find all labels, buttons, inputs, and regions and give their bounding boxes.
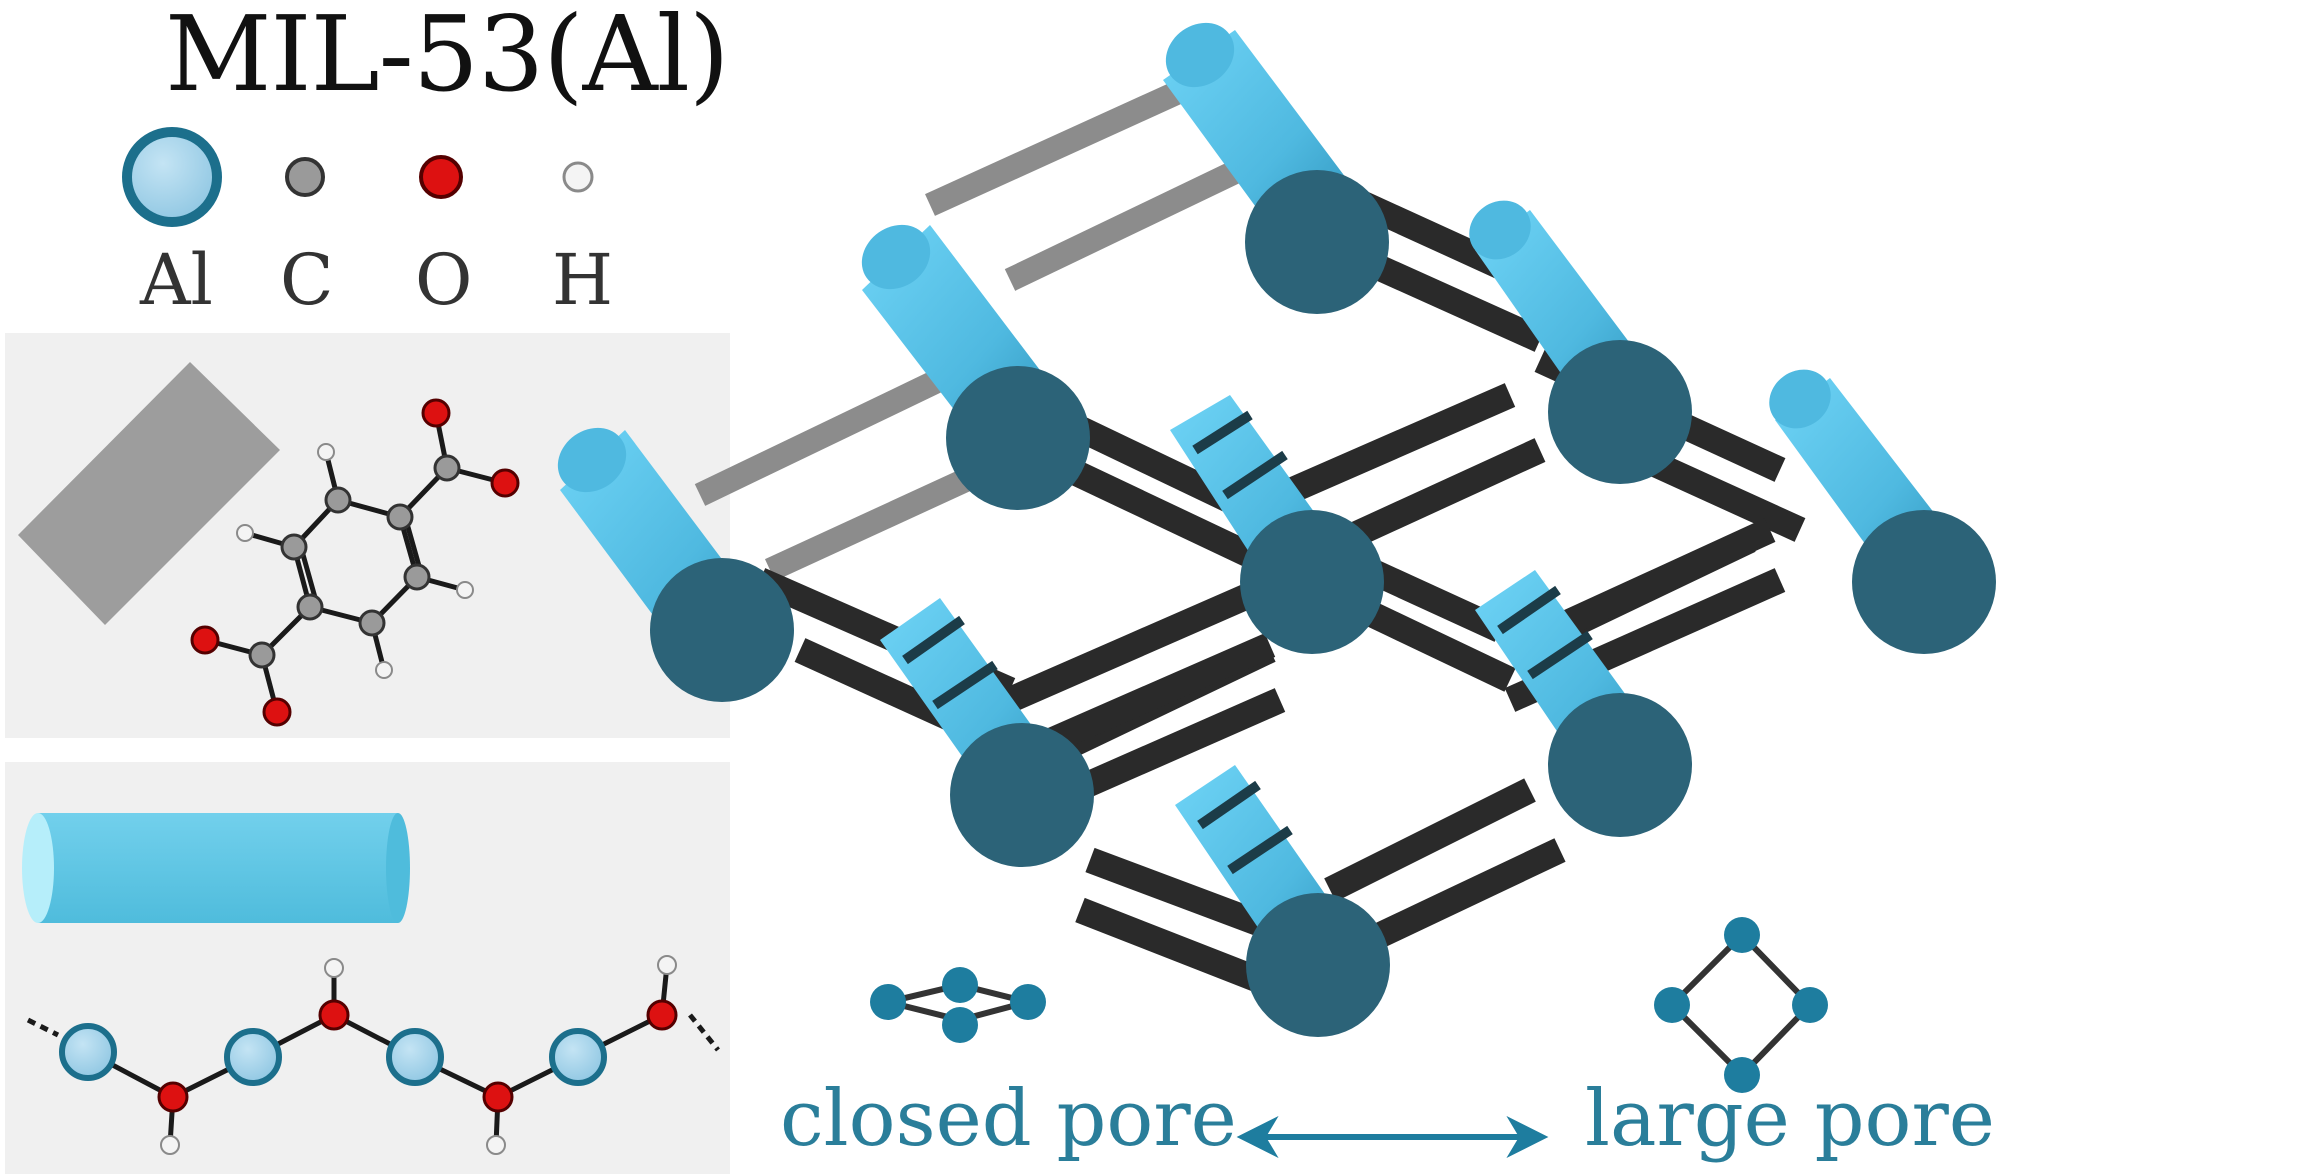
rod xyxy=(1469,200,1692,484)
legend-label-al: Al xyxy=(140,239,213,321)
rod xyxy=(880,598,1094,867)
legend-h-atom xyxy=(562,161,594,193)
legend-label-o: O xyxy=(415,239,473,321)
framework-rods xyxy=(557,22,1996,1037)
legend-label-h: H xyxy=(552,239,614,321)
figure-title: MIL-53(Al) xyxy=(165,0,730,115)
linker-block xyxy=(18,362,280,625)
rod xyxy=(1175,765,1390,1037)
closed-pore-label: closed pore xyxy=(780,1074,1237,1164)
rod xyxy=(1163,22,1389,314)
legend-c-atom xyxy=(285,157,325,197)
legend-o-atom xyxy=(419,155,463,199)
terephthalate-atoms xyxy=(190,398,520,727)
rod xyxy=(1769,369,1996,654)
rod xyxy=(861,224,1090,510)
legend-atoms xyxy=(122,127,594,227)
legend-label-c: C xyxy=(280,239,334,321)
rod xyxy=(1170,395,1384,654)
closed-pore-icon xyxy=(870,967,1046,1043)
rod xyxy=(557,427,794,702)
rod xyxy=(1475,570,1692,837)
large-pore-label: large pore xyxy=(1585,1074,1995,1164)
framework-linkers xyxy=(694,69,1806,1013)
large-pore-icon xyxy=(1654,917,1828,1093)
chain-atoms xyxy=(59,955,678,1155)
legend-al-atom xyxy=(122,127,222,227)
chain-rod xyxy=(22,813,410,923)
al-oh-chain xyxy=(26,964,720,1146)
